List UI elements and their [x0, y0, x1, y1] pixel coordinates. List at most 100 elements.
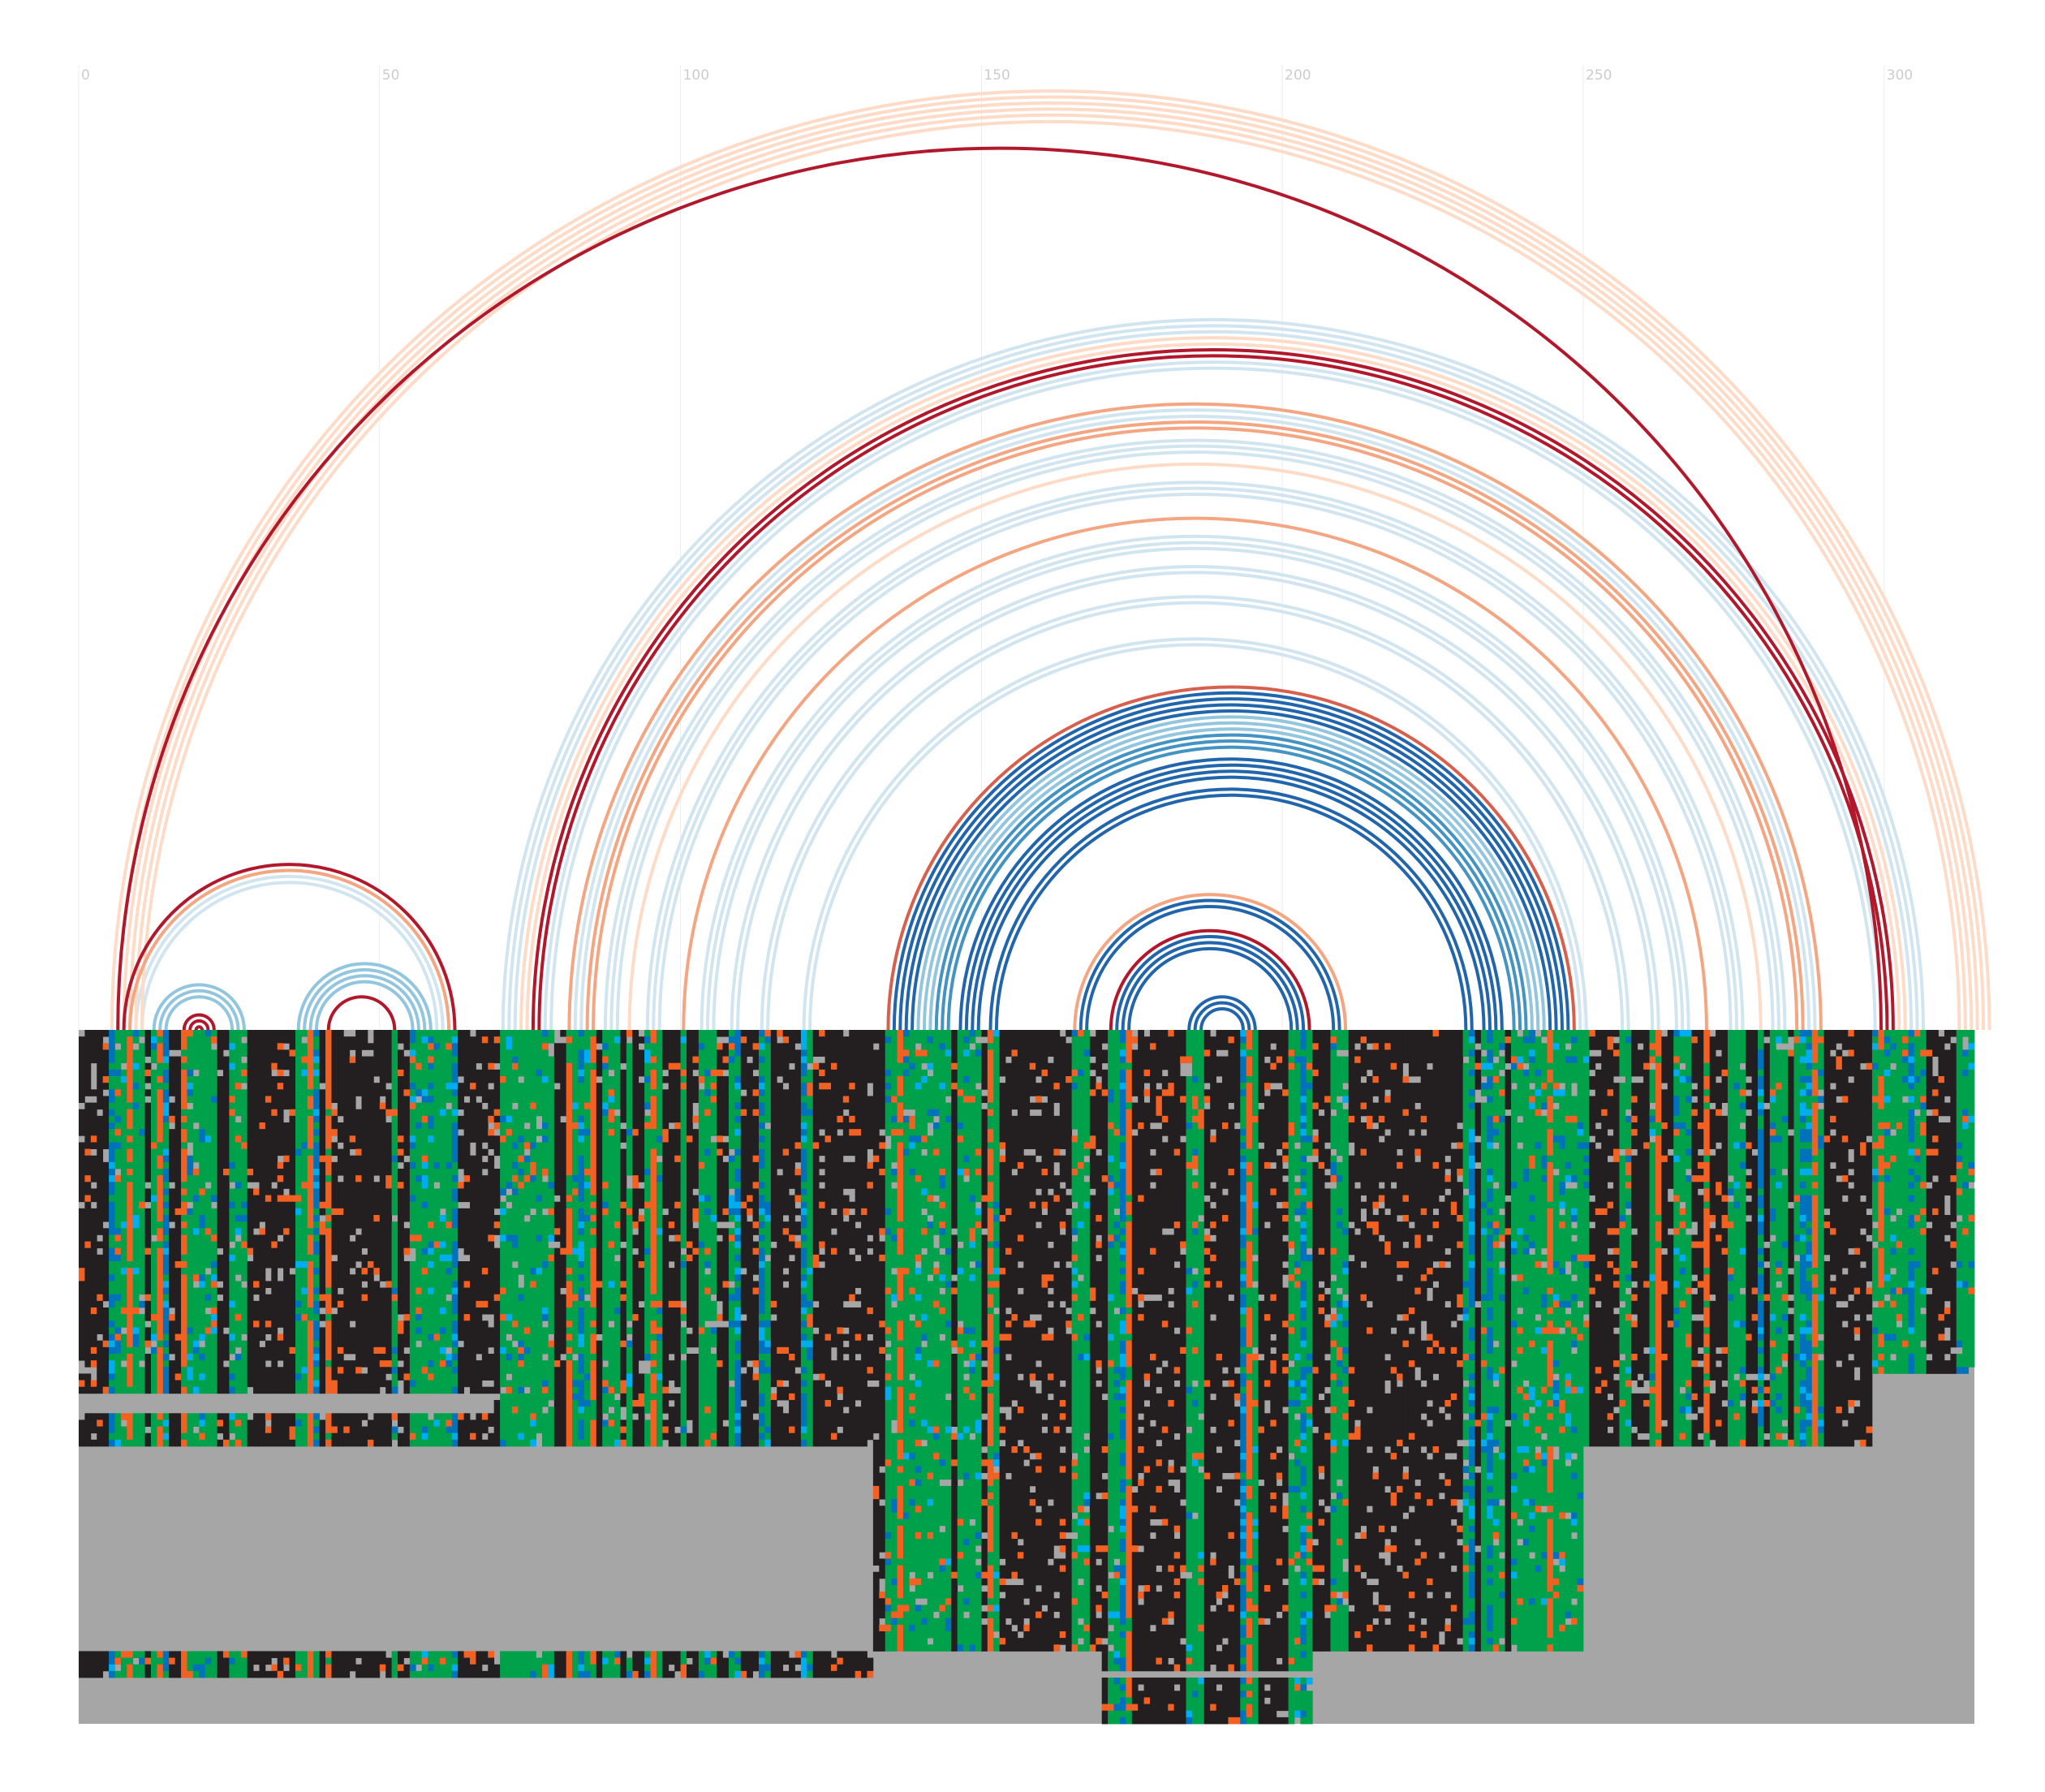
alignment-cell — [1469, 1624, 1475, 1632]
alignment-cell — [987, 1386, 994, 1394]
alignment-cell — [747, 1062, 753, 1195]
alignment-cell — [704, 1195, 712, 1203]
alignment-cell — [674, 1208, 681, 1235]
alignment-cell — [710, 1327, 717, 1334]
alignment-cell — [1101, 1592, 1109, 1599]
alignment-cell — [1011, 1631, 1018, 1652]
alignment-cell — [734, 1188, 742, 1203]
alignment-cell — [451, 1314, 459, 1321]
alignment-cell — [421, 1268, 428, 1275]
alignment-cell — [1517, 1228, 1524, 1235]
alignment-cell — [909, 1453, 916, 1460]
alignment-cell — [295, 1300, 302, 1308]
alignment-cell — [1246, 1148, 1253, 1163]
alignment-cell — [530, 1426, 537, 1441]
alignment-cell — [1535, 1036, 1542, 1070]
alignment-cell — [1492, 1062, 1500, 1077]
alignment-cell — [192, 1340, 200, 1348]
alignment-cell — [1457, 1644, 1464, 1652]
alignment-cell — [241, 1043, 248, 1057]
alignment-cell — [1312, 1069, 1320, 1077]
alignment-cell — [1505, 1234, 1512, 1420]
alignment-cell — [879, 1558, 886, 1579]
alignment-cell — [523, 1346, 531, 1355]
alignment-cell — [999, 1161, 1006, 1216]
alignment-cell — [1035, 1525, 1042, 1586]
alignment-cell — [222, 1056, 230, 1170]
alignment-cell — [1402, 1479, 1410, 1513]
alignment-cell — [638, 1651, 645, 1678]
alignment-cell — [687, 1241, 693, 1249]
alignment-cell — [1246, 1611, 1253, 1619]
alignment-cell — [1522, 1386, 1530, 1394]
alignment-cell — [752, 1089, 760, 1096]
alignment-cell — [1499, 1089, 1505, 1096]
alignment-cell — [902, 1611, 910, 1652]
alignment-cell — [855, 1333, 862, 1342]
alignment-cell — [1017, 1446, 1024, 1540]
alignment-cell — [1318, 1030, 1325, 1110]
alignment-cell — [1342, 1320, 1350, 1328]
alignment-cell — [951, 1287, 958, 1295]
alignment-cell — [1469, 1400, 1475, 1407]
alignment-cell — [1059, 1400, 1066, 1407]
alignment-cell — [578, 1651, 585, 1665]
alignment-cell — [1180, 1096, 1186, 1103]
alignment-cell — [1408, 1135, 1415, 1222]
alignment-cell — [518, 1169, 525, 1176]
alignment-cell — [1529, 1386, 1536, 1401]
alignment-cell — [217, 1426, 224, 1434]
alignment-cell — [204, 1657, 212, 1665]
alignment-cell — [1354, 1439, 1361, 1533]
alignment-cell — [692, 1056, 700, 1064]
alignment-cell — [614, 1400, 621, 1441]
alignment-cell — [1469, 1386, 1475, 1394]
alignment-cell — [999, 1333, 1006, 1342]
alignment-cell — [668, 1221, 675, 1229]
alignment-cell — [1246, 1083, 1253, 1149]
alignment-cell — [181, 1195, 187, 1203]
alignment-cell — [337, 1346, 344, 1355]
alignment-cell — [722, 1287, 730, 1321]
alignment-cell — [518, 1135, 525, 1143]
alignment-cell — [1306, 1558, 1313, 1566]
alignment-cell — [855, 1294, 862, 1302]
alignment-cell — [1078, 1221, 1084, 1229]
alignment-cell — [1005, 1314, 1012, 1321]
alignment-cell — [1492, 1518, 1500, 1527]
alignment-cell — [1240, 1049, 1247, 1057]
alignment-cell — [999, 1083, 1006, 1143]
alignment-cell — [199, 1142, 206, 1189]
alignment-cell — [451, 1439, 459, 1447]
alignment-cell — [1138, 1552, 1145, 1586]
alignment-cell — [109, 1122, 115, 1130]
alignment-cell — [1168, 1294, 1175, 1302]
alignment-cell — [632, 1254, 639, 1315]
alignment-cell — [1469, 1221, 1475, 1235]
alignment-cell — [139, 1314, 145, 1361]
alignment-cell — [421, 1089, 428, 1096]
alignment-cell — [590, 1419, 597, 1447]
alignment-cell — [800, 1208, 807, 1216]
alignment-cell — [1397, 1161, 1403, 1170]
alignment-cell — [144, 1208, 152, 1249]
alignment-cell — [800, 1327, 807, 1334]
alignment-cell — [583, 1175, 591, 1182]
alignment-cell — [620, 1439, 627, 1447]
alignment-cell — [1240, 1043, 1247, 1050]
alignment-cell — [174, 1268, 182, 1334]
alignment-cell — [921, 1142, 928, 1149]
alignment-cell — [885, 1234, 892, 1288]
alignment-cell — [481, 1413, 489, 1420]
alignment-cell — [758, 1651, 765, 1658]
alignment-cell — [1161, 1076, 1169, 1090]
alignment-cell — [1071, 1261, 1078, 1269]
alignment-cell — [842, 1161, 850, 1189]
alignment-cell — [596, 1083, 603, 1282]
alignment-cell — [114, 1182, 122, 1229]
alignment-cell — [849, 1135, 856, 1157]
alignment-cell — [301, 1320, 308, 1368]
alignment-cell — [313, 1122, 321, 1130]
alignment-cell — [963, 1155, 970, 1163]
alignment-cell — [1180, 1102, 1186, 1136]
